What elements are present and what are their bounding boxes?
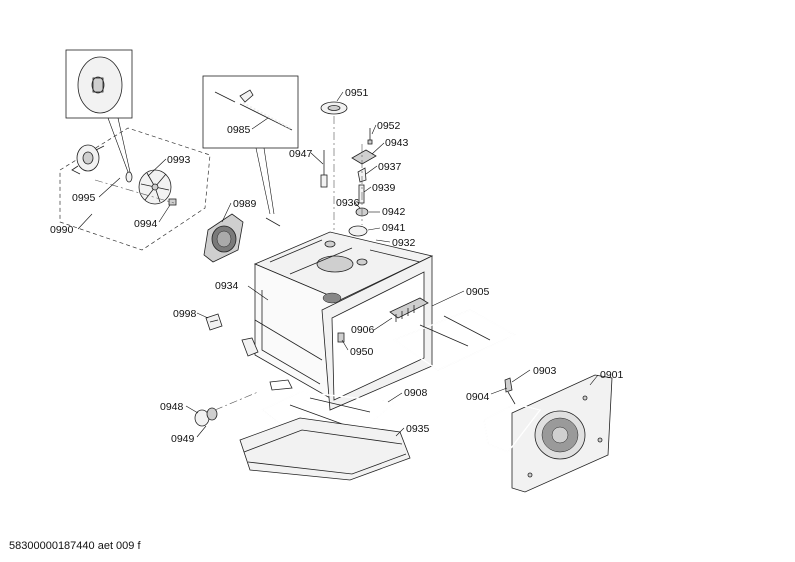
diagram-reference-code: 58300000187440 aet 009 f xyxy=(9,540,141,552)
label-0994: 0994 xyxy=(134,218,158,230)
label-0993: 0993 xyxy=(167,154,191,166)
label-0906: 0906 xyxy=(351,324,375,336)
label-0947: 0947 xyxy=(289,148,313,160)
gasket-and-nut xyxy=(194,391,259,427)
label-0905: 0905 xyxy=(466,286,490,298)
label-0990: 0990 xyxy=(50,224,74,236)
label-0989: 0989 xyxy=(233,198,257,210)
label-0951: 0951 xyxy=(345,87,369,99)
rear-fan-cover xyxy=(511,374,613,493)
fan-wheel xyxy=(138,169,172,205)
label-0939: 0939 xyxy=(372,182,396,194)
label-0948: 0948 xyxy=(160,401,184,413)
label-0935: 0935 xyxy=(406,423,430,435)
label-0904: 0904 xyxy=(466,391,490,403)
label-0949: 0949 xyxy=(171,433,195,445)
upper-heating-element xyxy=(389,297,517,371)
oven-cavity-body xyxy=(241,231,434,411)
circular-heating-element xyxy=(483,377,542,453)
fan-disc xyxy=(125,171,133,183)
top-parts-stack xyxy=(320,101,377,237)
fan-cover-grille xyxy=(203,213,244,263)
label-0995: 0995 xyxy=(72,192,96,204)
fan-motor xyxy=(71,144,105,175)
fan-disc-detail-inset xyxy=(65,49,133,173)
label-0942: 0942 xyxy=(382,206,406,218)
label-0903: 0903 xyxy=(533,365,557,377)
label-0985: 0985 xyxy=(227,124,251,136)
sensor-detail-inset xyxy=(202,75,299,227)
label-0908: 0908 xyxy=(404,387,428,399)
label-0950: 0950 xyxy=(350,346,374,358)
label-0934: 0934 xyxy=(215,280,239,292)
label-0952: 0952 xyxy=(377,120,401,132)
part-labels: 0901 0903 0904 0905 0906 0908 0932 0934 … xyxy=(50,87,624,445)
label-0943: 0943 xyxy=(385,137,409,149)
label-0937: 0937 xyxy=(378,161,402,173)
clip-bracket xyxy=(205,313,223,331)
fan-assembly-group xyxy=(59,127,211,251)
label-0932: 0932 xyxy=(392,237,416,249)
fan-nut xyxy=(168,198,177,206)
label-0901: 0901 xyxy=(600,369,624,381)
insulation-mat xyxy=(239,417,411,481)
label-0941: 0941 xyxy=(382,222,406,234)
leader-lines xyxy=(77,91,599,438)
label-0998: 0998 xyxy=(173,308,197,320)
label-0936: 0936 xyxy=(336,197,360,209)
